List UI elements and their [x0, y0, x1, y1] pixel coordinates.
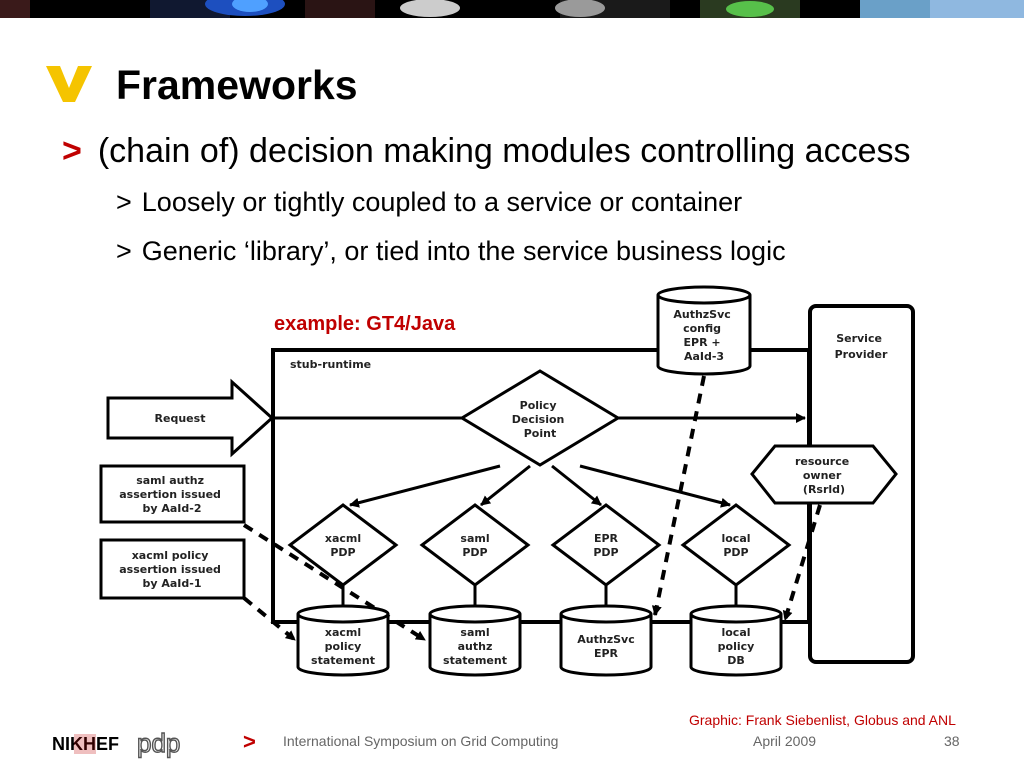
resource-owner: resource owner (Rsrld) — [750, 444, 898, 505]
svg-text:AuthzSvc config EP: AuthzSvc config EPR + AaId-3 — [673, 308, 734, 363]
request-arrow: Request — [106, 378, 275, 458]
nikhef-pdp-logo: NIKHEF pdp — [52, 727, 181, 758]
bullet-level1: > (chain of) decision making modules cont… — [62, 132, 910, 171]
bullet-text: Loosely or tightly coupled to a service … — [141, 187, 743, 217]
bullet-marker: > — [116, 187, 132, 217]
svg-text:resource owner (Rs: resource owner (Rsrld) — [795, 455, 853, 496]
service-provider-label: Service Provider — [835, 332, 888, 361]
graphic-credit: Graphic: Frank Siebenlist, Globus and AN… — [689, 712, 956, 728]
svg-text:Request: Request — [155, 412, 206, 425]
footer-marker: > — [243, 729, 256, 754]
slide-title: Frameworks — [116, 62, 358, 108]
pdp-to-local-arrow — [579, 464, 731, 508]
stub-runtime-label: stub-runtime — [290, 358, 371, 371]
authzsvc-config-dashed-link — [651, 375, 706, 616]
policy-decision-point: Policy Decision Point — [459, 369, 621, 467]
xacml-assertion-dashed-link — [242, 596, 297, 642]
page-number: 38 — [944, 733, 960, 749]
pdp-to-epr-arrow — [551, 464, 602, 507]
bullet-level2: > Loosely or tightly coupled to a service… — [116, 187, 742, 218]
resource-owner-dashed-link — [782, 504, 822, 621]
svg-text:saml authz assertion iss: saml authz assertion issued by AaId-2 — [119, 474, 225, 515]
bullet-level2: > Generic ‘library’, or tied into the ser… — [116, 236, 786, 267]
svg-text:pdp: pdp — [137, 728, 180, 758]
bullet-marker: > — [62, 132, 82, 170]
authzsvc-config-db: AuthzSvc config EPR + AaId-3 — [656, 285, 752, 376]
saml-assertion-box: saml authz assertion issued by AaId-2 — [99, 464, 246, 524]
header-banner-image — [0, 0, 1024, 18]
footer-date: April 2009 — [753, 733, 817, 749]
example-label: example: GT4/Java — [274, 313, 456, 335]
svg-text:xacml policy assertion i: xacml policy assertion issued by AaId-1 — [119, 549, 225, 590]
bullet-text: Generic ‘library’, or tied into the serv… — [141, 236, 786, 266]
footer-event: International Symposium on Grid Computin… — [283, 733, 559, 749]
pdp-to-xacml-arrow — [349, 464, 501, 508]
bullet-text: (chain of) decision making modules contr… — [97, 132, 911, 170]
bullet-marker: > — [116, 236, 132, 266]
title-chevron-icon — [46, 66, 92, 102]
svg-text:NIKHEF: NIKHEF — [52, 734, 119, 754]
xacml-assertion-box: xacml policy assertion issued by AaId-1 — [99, 538, 246, 600]
svg-text:Policy Decision Po: Policy Decision Point — [512, 399, 568, 440]
pdp-to-saml-arrow — [480, 464, 531, 507]
